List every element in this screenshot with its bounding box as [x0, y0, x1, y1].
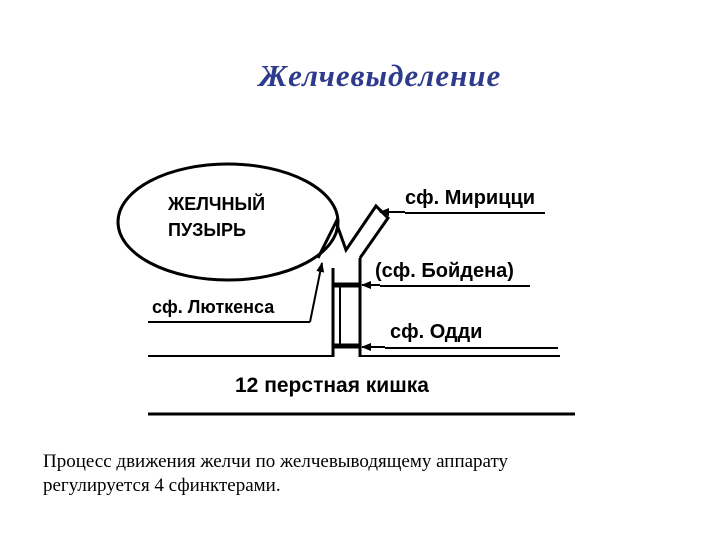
slide-title: Желчевыделение	[258, 58, 502, 93]
caption-line-2: регулируется 4 сфинктерами.	[43, 475, 281, 496]
gallbladder-label-line2: ПУЗЫРЬ	[168, 220, 246, 240]
sphincter-mirizzi-label: сф. Мирицци	[405, 187, 535, 209]
caption: Процесс движения желчи по желчевыводящем…	[43, 450, 683, 498]
duodenum-label: 12 перстная кишка	[235, 374, 429, 397]
caption-line-1: Процесс движения желчи по желчевыводящем…	[43, 451, 509, 472]
sphincter-lutkens-label: сф. Люткенса	[152, 297, 275, 317]
gallbladder-shape	[116, 162, 340, 282]
cystic-duct	[316, 203, 390, 259]
gallbladder-label-line1: ЖЕЛЧНЫЙ	[167, 193, 265, 214]
lutkens-arrow	[309, 262, 325, 323]
sphincter-oddi-label: сф. Одди	[390, 321, 482, 343]
sphincter-boyden-label: (сф. Бойдена)	[375, 260, 514, 282]
